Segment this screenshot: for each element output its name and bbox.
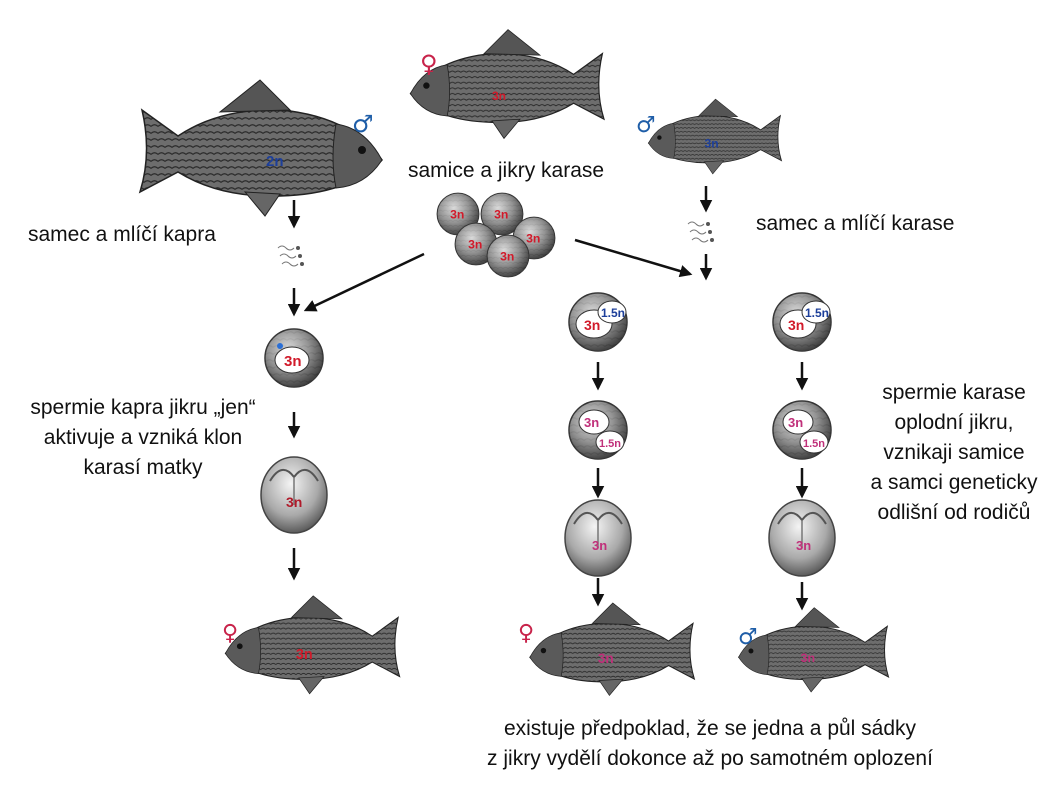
sperm-icon bbox=[687, 221, 715, 243]
male-symbol-icon: ♂ bbox=[636, 113, 656, 138]
egg-ploidy-label: 3n bbox=[450, 207, 464, 221]
sperm-ploidy-label: 1.5n bbox=[599, 438, 621, 450]
egg-cluster: 3n 3n 3n 3n 3n bbox=[436, 192, 556, 278]
right-note-line: spermie karase bbox=[882, 381, 1026, 404]
egg-ploidy-label: 3n bbox=[500, 249, 514, 263]
right-note-line: oplodní jikru, bbox=[894, 411, 1014, 434]
female-symbol-icon: ♀ bbox=[222, 621, 238, 646]
carp-male-fish-icon: 2n bbox=[139, 79, 383, 217]
right-note: spermie karase oplodní jikru, vznikaji s… bbox=[848, 378, 1060, 528]
left-note-line: aktivuje a vzniká klon bbox=[43, 426, 243, 449]
offspring-ploidy-label: 3n bbox=[296, 647, 313, 663]
middle-embryo-icon: 3n bbox=[564, 499, 632, 577]
egg-ploidy-label: 3n bbox=[788, 317, 804, 333]
middle-offspring-fish-icon: 3n bbox=[529, 602, 695, 696]
left-offspring-fish-icon: 3n bbox=[224, 595, 401, 695]
egg-ploidy-label: 3n bbox=[584, 415, 599, 430]
carp-male-label: samec a mlíčí kapra bbox=[28, 223, 216, 246]
egg-ploidy-label: 3n bbox=[494, 207, 508, 221]
crucian-male-fish-icon: 3n bbox=[647, 98, 782, 175]
egg-ploidy-label: 3n bbox=[584, 317, 600, 333]
female-symbol-icon: ♀ bbox=[518, 621, 534, 646]
crucian-female-fish-icon: 3n bbox=[409, 28, 605, 139]
egg-ploidy-label: 3n bbox=[468, 237, 482, 251]
left-note: spermie kapra jikru „jen“ aktivuje a vzn… bbox=[6, 393, 280, 483]
dividing-egg-icon: 3n 1.5n bbox=[772, 400, 832, 460]
egg-ploidy-label: 3n bbox=[788, 415, 803, 430]
egg-ploidy-label: 3n bbox=[284, 353, 302, 370]
female-eggs-label: samice a jikry karase bbox=[408, 159, 605, 182]
egg-ploidy-label: 3n bbox=[526, 231, 540, 245]
bottom-note: existuje předpoklad, že se jedna a půl s… bbox=[440, 714, 980, 774]
sperm-ploidy-label: 1.5n bbox=[805, 306, 829, 320]
right-embryo-icon: 3n bbox=[768, 499, 836, 577]
embryo-ploidy-label: 3n bbox=[286, 494, 302, 510]
right-note-line: odlišní od rodičů bbox=[877, 501, 1031, 524]
female-ploidy-label: 3n bbox=[492, 89, 506, 103]
male-symbol-icon: ♂ bbox=[738, 625, 758, 650]
sperm-ploidy-label: 1.5n bbox=[601, 306, 625, 320]
fertilized-egg-icon: 3n 1.5n bbox=[568, 292, 628, 352]
crucian-male-ploidy-label: 3n bbox=[705, 137, 719, 151]
dividing-egg-icon: 3n 1.5n bbox=[568, 400, 628, 460]
male-symbol-icon: ♂ bbox=[352, 110, 374, 138]
crucian-male-label: samec a mlíčí karase bbox=[756, 212, 955, 235]
bottom-note-line: existuje předpoklad, že se jedna a půl s… bbox=[503, 717, 917, 740]
embryo-ploidy-label: 3n bbox=[796, 538, 811, 553]
left-embryo-icon: 3n bbox=[260, 456, 328, 534]
left-note-line: karasí matky bbox=[83, 456, 203, 479]
activated-egg-icon: 3n bbox=[264, 328, 324, 388]
offspring-ploidy-label: 3n bbox=[801, 651, 815, 665]
right-note-line: vznikaji samice bbox=[883, 441, 1025, 464]
embryo-ploidy-label: 3n bbox=[592, 538, 607, 553]
right-offspring-fish-icon: 3n bbox=[738, 607, 890, 693]
carp-ploidy-label: 2n bbox=[266, 153, 284, 170]
sperm-icon bbox=[277, 245, 305, 267]
left-note-line: spermie kapra jikru „jen“ bbox=[30, 396, 256, 419]
arrow-icon bbox=[287, 186, 809, 611]
offspring-ploidy-label: 3n bbox=[598, 651, 614, 666]
sperm-ploidy-label: 1.5n bbox=[803, 438, 825, 450]
right-note-line: a samci geneticky bbox=[870, 471, 1038, 494]
fertilized-egg-icon: 3n 1.5n bbox=[772, 292, 832, 352]
bottom-note-line: z jikry vydělí dokonce až po samotném op… bbox=[487, 747, 933, 770]
female-symbol-icon: ♀ bbox=[420, 50, 438, 78]
